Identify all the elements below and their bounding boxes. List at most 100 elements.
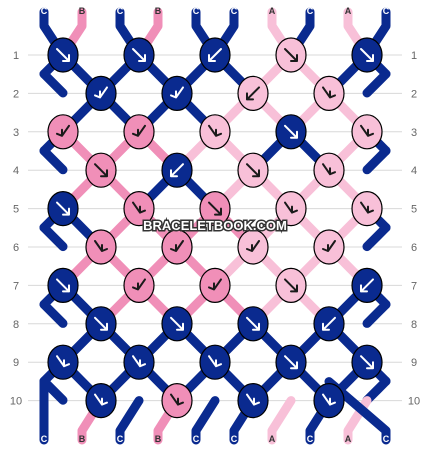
knot	[123, 191, 155, 227]
row-label-right: 4	[411, 165, 417, 177]
strand-letter-top: B	[79, 6, 86, 16]
knot-arrow-icon	[246, 86, 260, 101]
row-label-left: 8	[13, 319, 19, 331]
row-label-right: 6	[411, 242, 417, 254]
knot-arrow-icon	[284, 201, 298, 214]
knot-arrow-icon	[170, 163, 184, 178]
row-label-right: 7	[411, 280, 417, 292]
knot-arrow-icon	[208, 48, 222, 62]
knot	[47, 344, 79, 380]
knot	[85, 229, 117, 265]
knot	[199, 344, 231, 380]
strand-bottom	[267, 396, 296, 445]
strand-letter-top: C	[231, 6, 238, 16]
strand-letter-top: C	[193, 6, 200, 16]
knot-arrow-icon	[208, 355, 222, 368]
knot	[313, 306, 345, 342]
row-label-right: 8	[411, 319, 417, 331]
knot-arrow-icon	[170, 86, 184, 99]
knot	[237, 383, 269, 419]
row-label-right: 5	[411, 204, 417, 216]
strand-letter-bottom: B	[155, 434, 162, 444]
knot	[351, 114, 383, 150]
knot	[351, 191, 383, 227]
strand-letter-top: C	[41, 6, 48, 16]
knot-arrow-icon	[322, 86, 336, 99]
strand-bottom	[191, 396, 220, 445]
strand-letter-top: A	[345, 6, 352, 16]
knot	[313, 75, 345, 112]
knot-arrow-icon	[132, 124, 146, 137]
knot-arrow-icon	[322, 240, 336, 252]
knot-arrow-icon	[322, 316, 336, 331]
knot	[275, 267, 307, 303]
strand-letter-top: C	[383, 6, 390, 16]
strand-segment	[362, 376, 391, 405]
row-label-left: 10	[10, 396, 22, 408]
knot	[275, 344, 307, 380]
knot-arrow-icon	[360, 355, 374, 370]
strand-letter-top: C	[117, 6, 124, 16]
row-label-left: 5	[13, 204, 19, 216]
row-label-left: 7	[13, 280, 19, 292]
knot	[85, 383, 117, 419]
knot-arrow-icon	[246, 163, 260, 178]
knot-arrow-icon	[132, 48, 146, 62]
row-label-right: 3	[411, 127, 417, 139]
knot-arrow-icon	[284, 355, 298, 370]
knot	[351, 344, 383, 380]
knot	[199, 114, 231, 150]
knot-arrow-icon	[94, 163, 108, 178]
row-label-left: 2	[13, 88, 19, 100]
knot	[47, 267, 79, 303]
knot-arrow-icon	[360, 124, 374, 137]
knot-arrow-icon	[360, 278, 374, 293]
strand-bottom	[115, 396, 144, 445]
strand-segment	[362, 299, 391, 328]
row-label-right: 2	[411, 88, 417, 100]
strand-segment	[362, 146, 391, 175]
knot-arrow-icon	[170, 393, 184, 406]
row-label-left: 3	[13, 127, 19, 139]
row-label-left: 6	[13, 242, 19, 254]
strand-letter-bottom: C	[231, 434, 238, 444]
knot	[237, 306, 269, 342]
row-label-left: 9	[13, 357, 19, 369]
knot-arrow-icon	[132, 355, 146, 368]
knot-arrow-icon	[94, 240, 108, 252]
knot	[237, 229, 269, 265]
knot-arrow-icon	[208, 124, 222, 137]
knot	[313, 229, 345, 265]
row-label-left: 1	[13, 50, 19, 62]
strand-letter-bottom: B	[79, 434, 86, 444]
knot	[275, 114, 307, 150]
strand-letter-bottom: C	[117, 434, 124, 444]
knot-arrow-icon	[94, 393, 108, 406]
knot	[351, 37, 383, 73]
knot	[161, 306, 193, 342]
strand-letter-bottom: A	[345, 434, 352, 444]
knot	[313, 152, 345, 188]
knot	[161, 229, 193, 265]
strand-letter-bottom: C	[193, 434, 200, 444]
strand-letter-bottom: C	[307, 434, 314, 444]
knot-arrow-icon	[132, 278, 146, 291]
strand-segment	[39, 69, 68, 98]
strand-segment	[39, 299, 68, 328]
knot	[161, 152, 193, 188]
knot-arrow-icon	[322, 163, 336, 176]
knot-arrow-icon	[360, 201, 374, 214]
knot-arrow-icon	[322, 393, 336, 406]
knot-arrow-icon	[284, 124, 298, 139]
strand-letter-top: B	[155, 6, 162, 16]
knot-arrow-icon	[56, 124, 70, 137]
knot-arrow-icon	[56, 278, 70, 293]
knot	[199, 37, 231, 73]
strand-letter-bottom: C	[383, 434, 390, 444]
knot-arrow-icon	[246, 240, 260, 252]
strand-bottom	[324, 377, 391, 445]
knot	[85, 306, 117, 342]
